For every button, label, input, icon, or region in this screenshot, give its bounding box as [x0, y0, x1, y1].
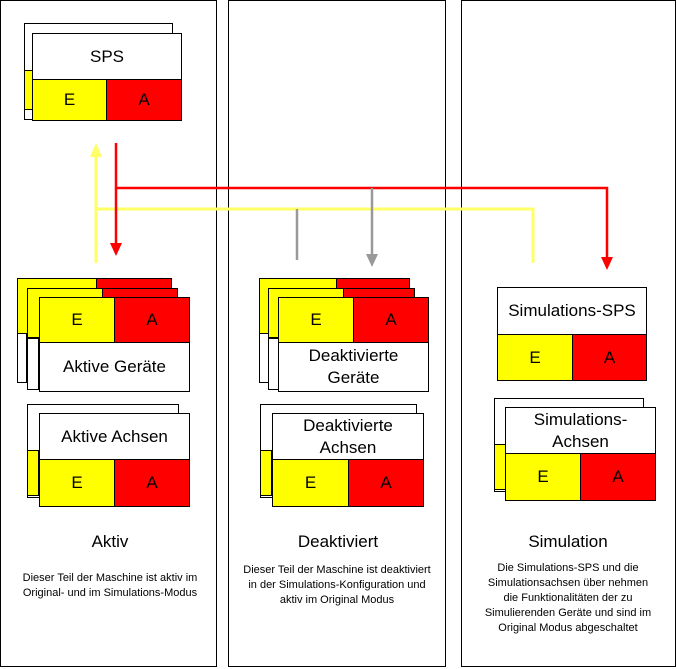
sim-axes-input: E — [505, 453, 581, 501]
active-devices-output: A — [114, 297, 190, 343]
active-axes-label: Aktive Achsen — [39, 413, 190, 460]
active-axes-shadow-input — [27, 450, 39, 496]
active-devices-back-1-body — [17, 333, 27, 383]
sim-plc-label: Simulations-SPS — [497, 287, 647, 335]
active-devices-label: Aktive Geräte — [39, 342, 190, 392]
red-arrowhead-right-icon — [601, 257, 613, 270]
deactivated-devices-label: Deaktivierte Geräte — [278, 342, 429, 392]
active-description: Dieser Teil der Maschine ist aktiv im Or… — [22, 572, 198, 599]
simulation-title: Simulation — [528, 532, 608, 551]
active-axes-output: A — [114, 459, 190, 507]
gray-arrowhead-icon — [366, 254, 378, 267]
plc-input: E — [32, 79, 107, 121]
deactivated-axes-input: E — [272, 459, 349, 507]
sim-plc-output: A — [572, 334, 647, 381]
deactivated-description: Dieser Teil der Maschine ist deaktiviert… — [243, 564, 431, 606]
deactivated-axes-shadow-input — [260, 450, 272, 496]
sim-axes-label: Simulations-Achsen — [505, 407, 656, 454]
yellow-arrowhead-icon — [90, 143, 102, 157]
deactivated-axes-label: Deaktivierte Achsen — [272, 413, 424, 460]
yellow-signal-line — [96, 207, 535, 263]
active-axes-input: E — [39, 459, 115, 507]
deactivated-axes-output: A — [348, 459, 424, 507]
deactivated-devices-input: E — [278, 297, 354, 343]
red-signal-line — [114, 143, 609, 258]
sim-axes-output: A — [580, 453, 656, 501]
red-arrowhead-left-icon — [110, 243, 122, 256]
simulation-description: Die Simulations-SPS und die Simulationsa… — [484, 562, 652, 634]
sim-plc-input: E — [497, 334, 573, 381]
deactivated-title: Deaktiviert — [297, 532, 379, 551]
active-devices-back-2-body — [27, 338, 39, 390]
active-title: Aktiv — [91, 532, 129, 551]
plc-output: A — [106, 79, 182, 121]
